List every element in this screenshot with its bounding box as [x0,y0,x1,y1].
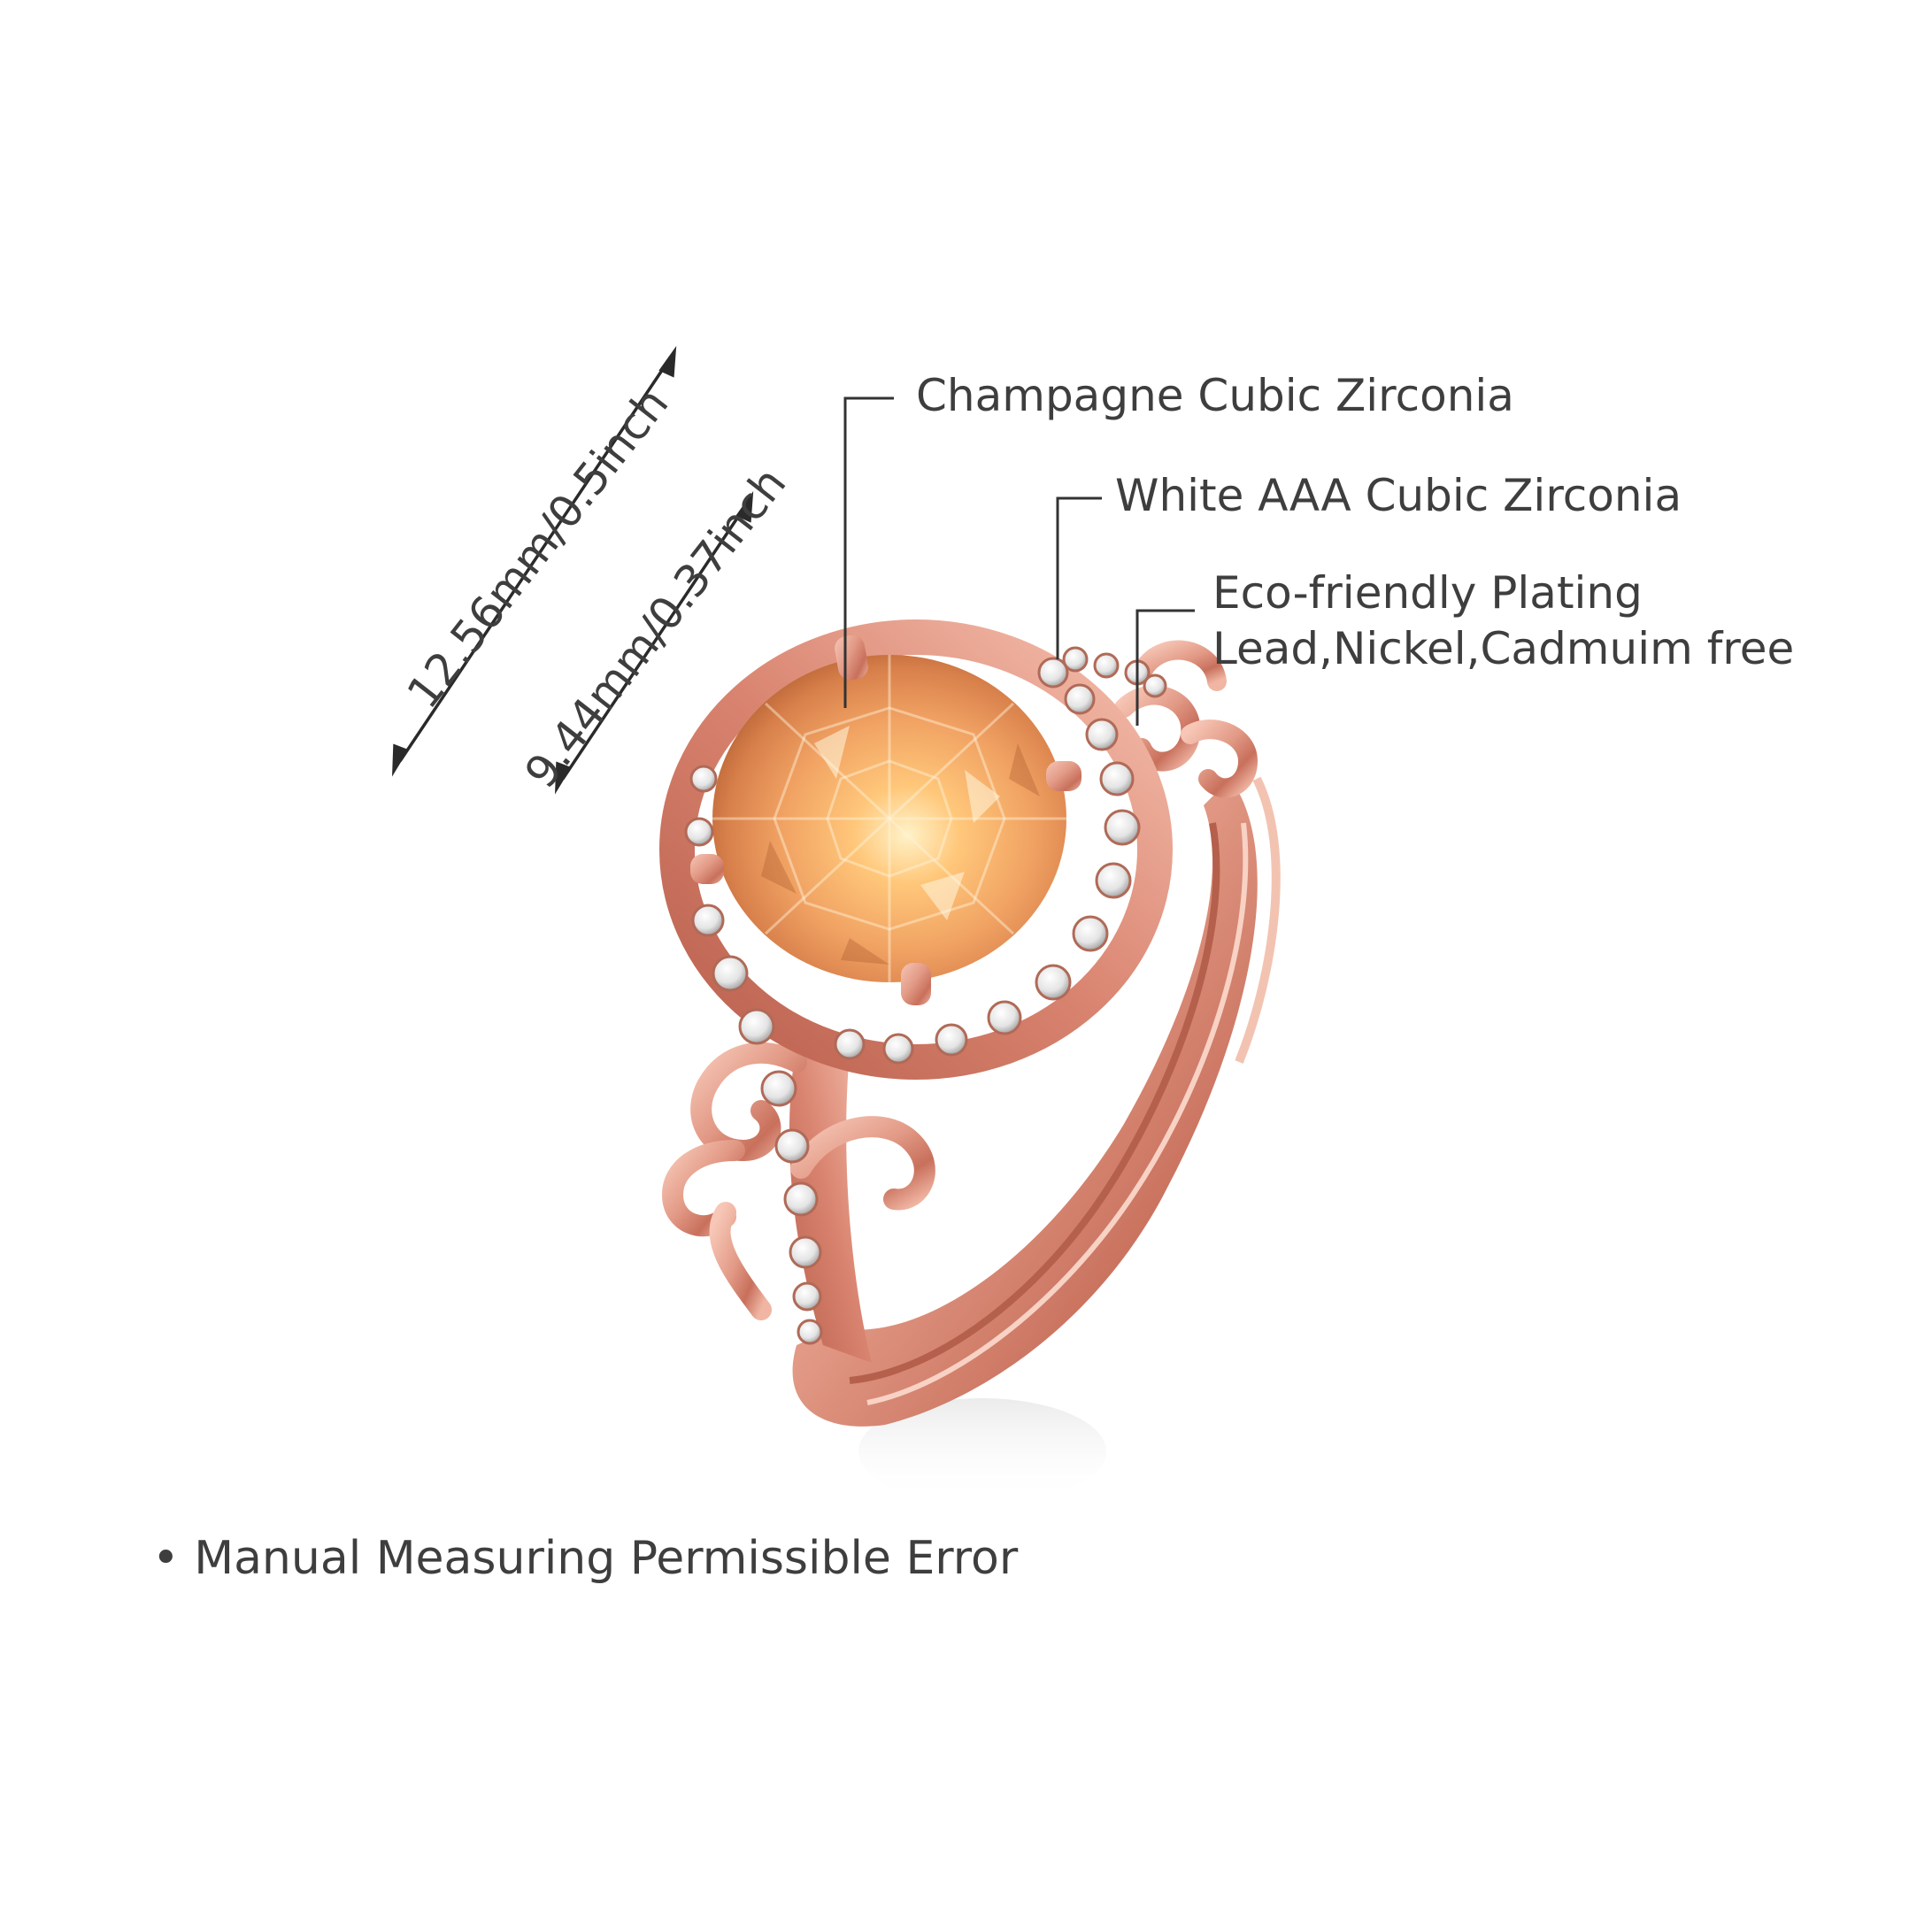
callout-lines [843,396,1195,726]
measurement-note: • Manual Measuring Permissible Error [152,1532,1019,1585]
label-plating: Eco-friendly Plating [1212,567,1643,619]
dim-arrow-width [561,505,747,780]
filigree-left [661,1042,935,1320]
leader-stone [843,396,894,708]
leader-plating [1135,609,1195,726]
ring-shadow [858,1398,1106,1504]
prongs [690,635,1081,1005]
ring-band [792,779,1258,1427]
center-stone [712,655,1066,982]
leader-pave [1056,496,1102,659]
label-plating-free: Lead,Nickel,Cadmuim free [1212,623,1795,674]
dim-arrow-length [398,360,670,762]
label-pave-stones: White AAA Cubic Zirconia [1115,470,1682,521]
label-center-stone: Champagne Cubic Zirconia [916,370,1514,421]
dimension-arrows [392,345,754,795]
halo-setting [659,619,1173,1080]
